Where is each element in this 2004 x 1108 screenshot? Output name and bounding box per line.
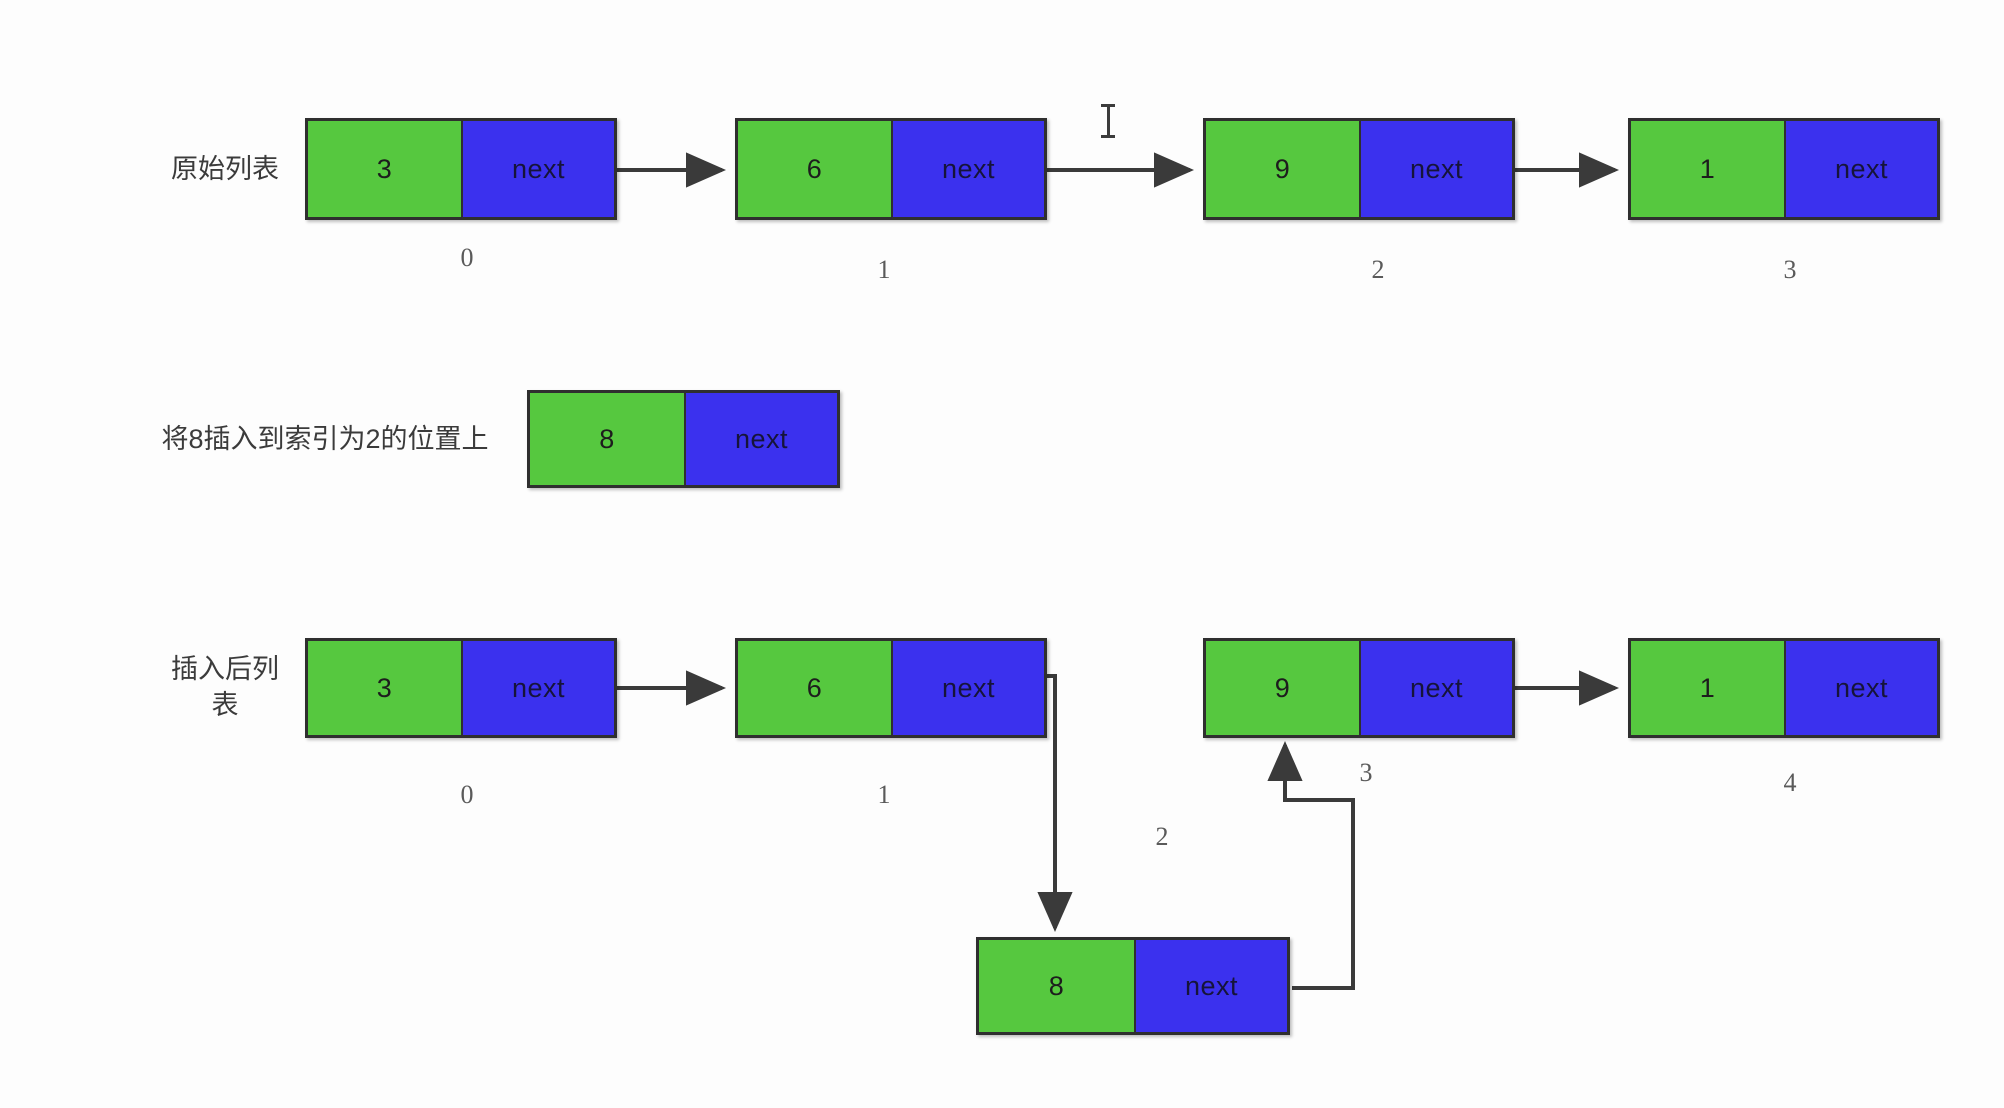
node-next-pointer: next [1361, 641, 1512, 735]
arrow-6-to-8 [1037, 674, 1073, 932]
node-next-pointer: next [893, 641, 1044, 735]
index-label-original-1: 1 [877, 255, 891, 284]
node-after-1[interactable]: 6 next [735, 638, 1047, 738]
node-value: 8 [979, 940, 1136, 1032]
node-value: 8 [530, 393, 686, 485]
row-label-after-insert: 插入后列 表 [171, 654, 279, 720]
row-label-insert-instruction: 将8插入到索引为2的位置上 [161, 424, 489, 454]
node-after-0[interactable]: 3 next [305, 638, 617, 738]
node-value: 3 [308, 121, 463, 217]
arrow-8-to-9 [1267, 741, 1355, 990]
node-next-pointer: next [463, 121, 614, 217]
node-original-2[interactable]: 9 next [1203, 118, 1515, 220]
node-value: 3 [308, 641, 463, 735]
node-next-pointer: next [893, 121, 1044, 217]
node-after-1-last[interactable]: 1 next [1628, 638, 1940, 738]
node-value: 1 [1631, 641, 1786, 735]
node-value: 1 [1631, 121, 1786, 217]
node-original-3[interactable]: 1 next [1628, 118, 1940, 220]
node-value: 6 [738, 641, 893, 735]
index-label-original-2: 2 [1371, 255, 1385, 284]
node-value: 9 [1206, 121, 1361, 217]
node-value: 9 [1206, 641, 1361, 735]
index-label-original-0: 0 [460, 243, 474, 272]
index-label-after-1: 1 [877, 780, 891, 809]
index-label-after-9: 3 [1359, 758, 1373, 787]
node-original-1[interactable]: 6 next [735, 118, 1047, 220]
index-label-after-inserted-2: 2 [1155, 822, 1169, 851]
node-next-pointer: next [1136, 940, 1287, 1032]
node-original-0[interactable]: 3 next [305, 118, 617, 220]
node-next-pointer: next [686, 393, 837, 485]
node-next-pointer: next [1786, 121, 1937, 217]
index-label-after-1-last: 4 [1783, 768, 1797, 797]
node-after-9[interactable]: 9 next [1203, 638, 1515, 738]
node-next-pointer: next [1786, 641, 1937, 735]
node-next-pointer: next [463, 641, 614, 735]
index-label-after-0: 0 [460, 780, 474, 809]
text-cursor-icon [1101, 104, 1115, 138]
node-next-pointer: next [1361, 121, 1512, 217]
node-value: 6 [738, 121, 893, 217]
index-label-original-3: 3 [1783, 255, 1797, 284]
node-after-inserted-8[interactable]: 8 next [976, 937, 1290, 1035]
row-label-original: 原始列表 [171, 154, 279, 184]
node-insert-8[interactable]: 8 next [527, 390, 840, 488]
